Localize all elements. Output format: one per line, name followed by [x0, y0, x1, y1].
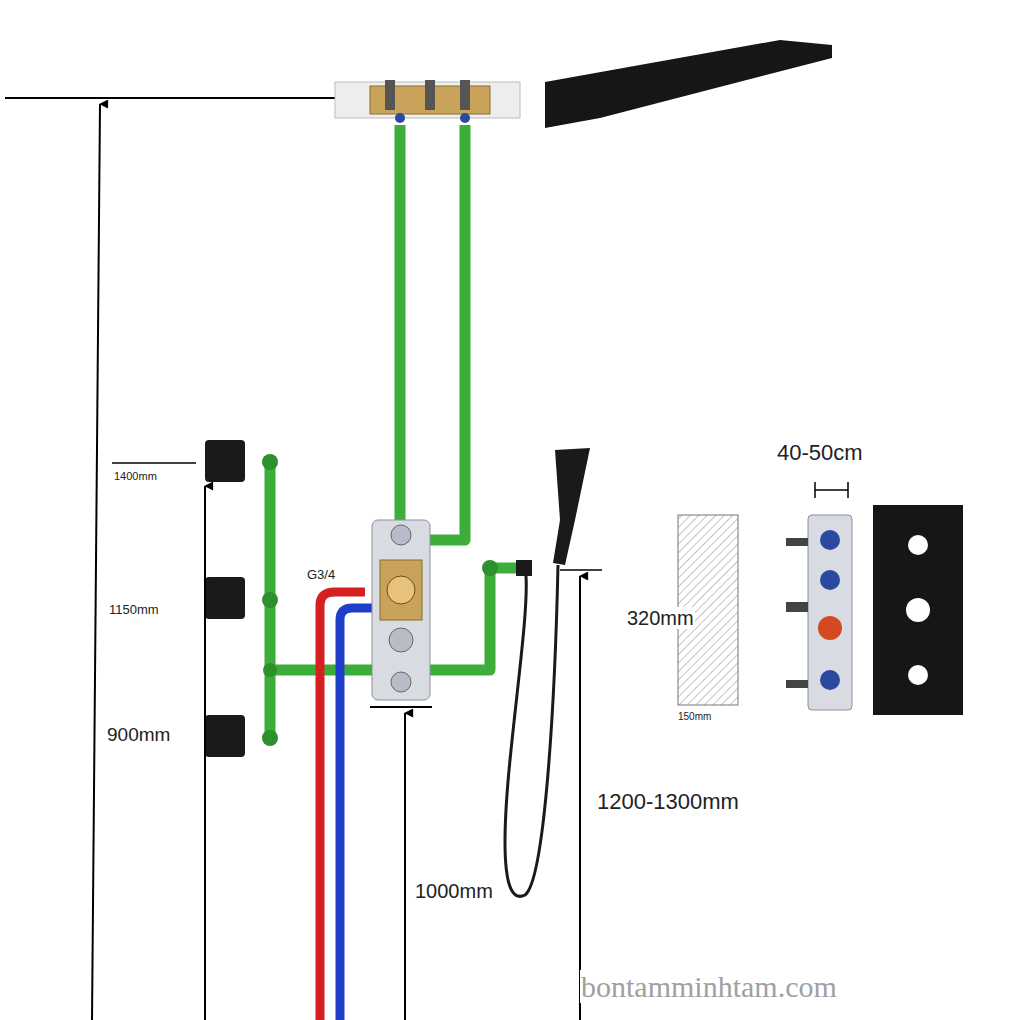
dimension-label: 900mm: [106, 725, 171, 746]
holder-height-arrow: [579, 576, 581, 1020]
dimension-label: 1200-1300mm: [596, 790, 740, 814]
pipe-joints: [262, 454, 498, 746]
dimension-label: 1150mm: [108, 603, 160, 617]
watermark: bontamminhtam.com: [580, 970, 838, 1003]
hand-shower: [505, 448, 590, 896]
dimension-label: 1000mm: [414, 880, 494, 902]
dimension-label: 150mm: [677, 711, 712, 722]
jet-level-line: [112, 462, 196, 464]
jet-height-arrow: [204, 486, 206, 1020]
valve-level-line: [370, 706, 432, 708]
dimension-label: 40-50cm: [776, 441, 864, 465]
ceiling-line: [5, 97, 335, 99]
width-bracket: [815, 482, 848, 498]
thread-size-label: G3/4: [306, 568, 336, 582]
dimension-label: 320mm: [626, 607, 695, 629]
ceiling-manifold: [335, 80, 520, 123]
dimension-label: 1400mm: [113, 470, 158, 482]
holder-level-line: [560, 569, 602, 571]
cold-supply-pipe: [340, 608, 372, 1020]
valve-block: [372, 520, 430, 700]
valve-height-arrow: [404, 713, 406, 1020]
body-jets: [205, 440, 245, 757]
rain-shower-head: [545, 40, 832, 128]
green-pipes: [270, 125, 520, 740]
trim-plate: [873, 505, 963, 715]
height-arrow: [92, 104, 100, 1020]
concealed-valve: [786, 515, 852, 710]
